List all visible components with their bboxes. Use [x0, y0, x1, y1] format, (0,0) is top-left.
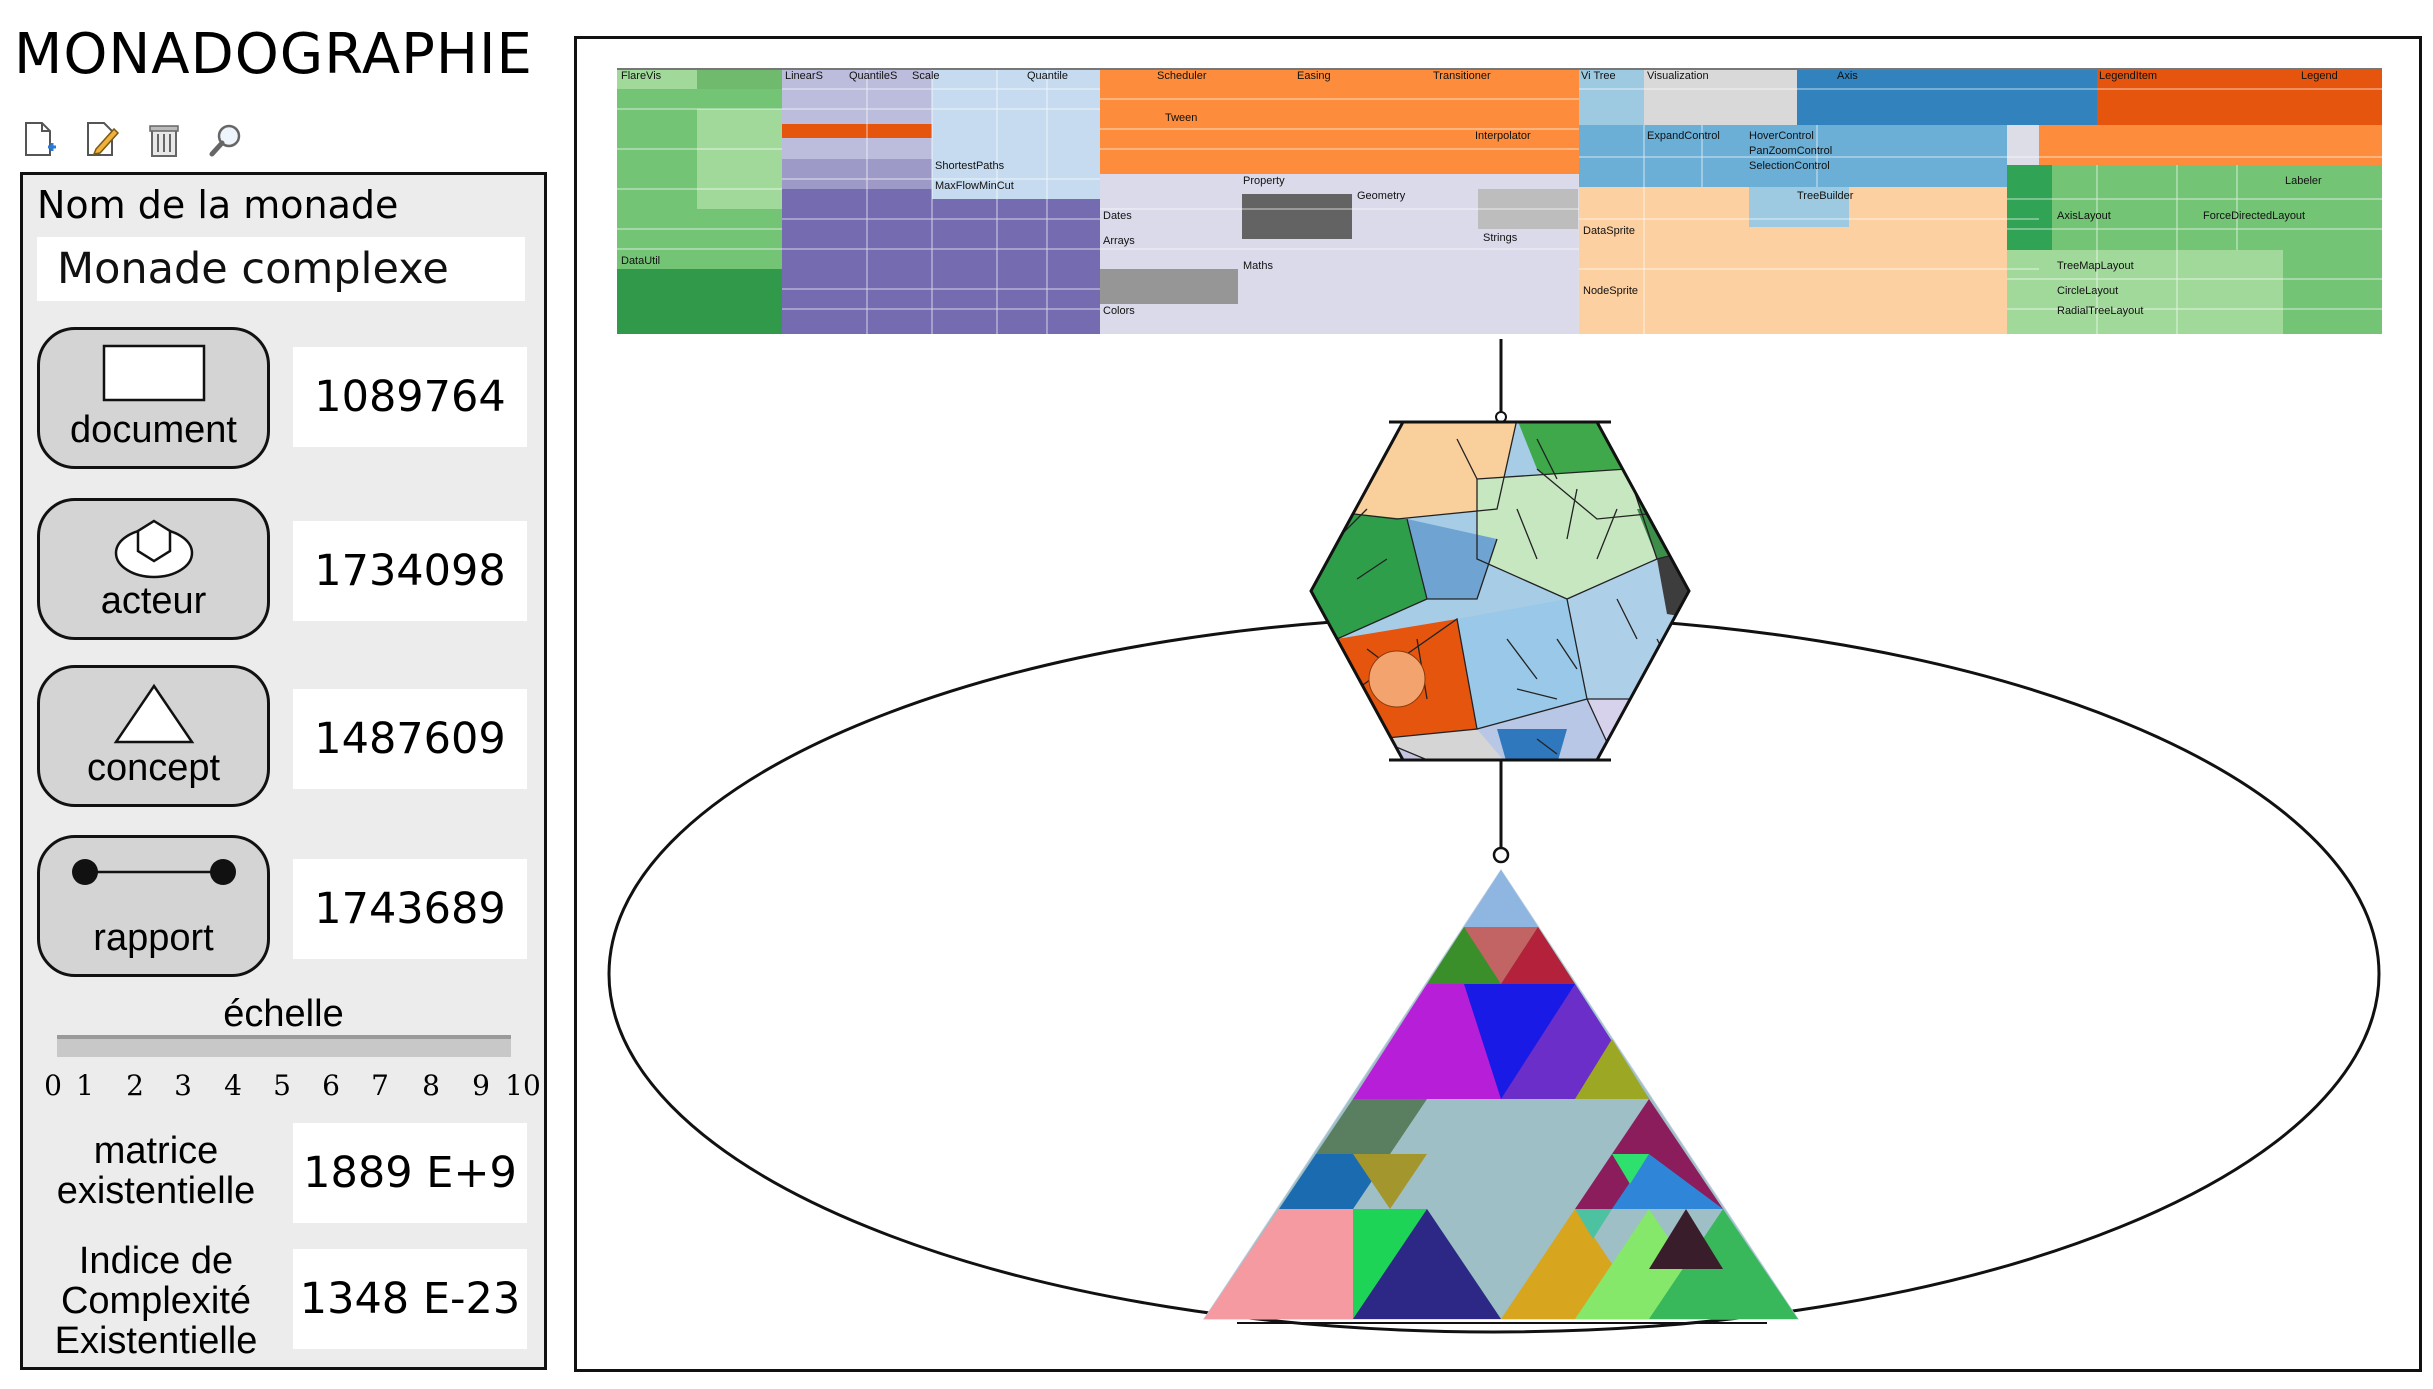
monad-visualization: FlareVis LinearS QuantileS Scale Quantil…: [607, 68, 2382, 1334]
treemap-label: Labeler: [2285, 175, 2322, 187]
scale-tick: 7: [371, 1069, 389, 1102]
scale-tick: 5: [273, 1069, 291, 1102]
scale-tick: 1: [76, 1069, 94, 1102]
complexity-label: Indice de Complexité Existentielle: [31, 1241, 281, 1361]
document-type-button[interactable]: document: [37, 327, 270, 469]
scale-tick: 3: [174, 1069, 192, 1102]
monad-canvas[interactable]: FlareVis LinearS QuantileS Scale Quantil…: [574, 36, 2422, 1372]
treemap-label: Strings: [1483, 232, 1518, 244]
treemap-label: Interpolator: [1475, 130, 1531, 142]
scale-tick: 8: [422, 1069, 440, 1102]
concept-fractal-triangle[interactable]: [1203, 869, 1799, 1320]
treemap-label: Visualization: [1647, 70, 1709, 82]
edit-icon: [87, 122, 120, 156]
treemap-label: ShortestPaths: [935, 160, 1005, 172]
treemap-label: Colors: [1103, 305, 1135, 317]
treemap-label: RadialTreeLayout: [2057, 305, 2143, 317]
complexity-label-line: Existentielle: [54, 1320, 258, 1362]
scale-tick: 6: [322, 1069, 340, 1102]
delete-button[interactable]: [144, 120, 184, 160]
treemap-label: QuantileS: [849, 70, 897, 82]
scale-tick: 10: [505, 1069, 541, 1102]
complexity-label-line: Indice de: [78, 1240, 234, 1282]
actor-value: 1734098: [293, 521, 527, 621]
app-title: MONADOGRAPHIE: [14, 22, 533, 87]
search-icon: [209, 124, 241, 157]
concept-type-button[interactable]: concept: [37, 665, 270, 807]
treemap-label: Legend: [2301, 70, 2338, 82]
concept-shape-icon: [113, 683, 194, 744]
matrix-label-line: matrice: [93, 1130, 219, 1172]
scale-tick: 2: [126, 1069, 144, 1102]
treemap-label: Geometry: [1357, 190, 1406, 202]
treemap-label: Tween: [1165, 112, 1197, 124]
new-document-button[interactable]: [20, 120, 60, 160]
treemap-label: Transitioner: [1433, 70, 1491, 82]
scale-ticks: 0 1 2 3 4 5 6 7 8 9 10: [33, 1069, 543, 1109]
scale-tick: 4: [224, 1069, 242, 1102]
matrix-label-line: existentielle: [56, 1170, 256, 1212]
treemap-label: CircleLayout: [2057, 285, 2118, 297]
new-document-icon: [25, 122, 56, 156]
document-label: document: [70, 409, 237, 451]
complexity-label-line: Complexité: [60, 1280, 252, 1322]
scale-tick: 0: [44, 1069, 62, 1102]
treemap-label: LegendItem: [2099, 70, 2157, 82]
treemap-label: LinearS: [785, 70, 823, 82]
treemap-label: Maths: [1243, 260, 1273, 272]
treemap-label: DataUtil: [621, 255, 660, 267]
treemap-label: Arrays: [1103, 235, 1135, 247]
toolbar: [20, 120, 246, 160]
monad-name-label: Nom de la monade: [37, 183, 399, 227]
treemap-label: Easing: [1297, 70, 1331, 82]
complexity-value: 1348 E-23: [293, 1249, 527, 1349]
treemap-label: AxisLayout: [2057, 210, 2111, 222]
relation-label: rapport: [93, 917, 214, 959]
actor-type-button[interactable]: acteur: [37, 498, 270, 640]
treemap-label: ForceDirectedLayout: [2203, 210, 2305, 222]
document-shape-icon: [102, 344, 205, 402]
concept-value: 1487609: [293, 689, 527, 789]
document-value: 1089764: [293, 347, 527, 447]
treemap-label: FlareVis: [621, 70, 662, 82]
trash-icon: [149, 125, 179, 157]
treemap-label: DataSprite: [1583, 225, 1635, 237]
monad-properties-panel: Nom de la monade document 1089764 acteur…: [20, 172, 547, 1370]
treemap-label: Scheduler: [1157, 70, 1207, 82]
treemap-label: PanZoomControl: [1749, 145, 1832, 157]
treemap-label: SelectionControl: [1749, 160, 1830, 172]
actor-shape-icon: [114, 519, 193, 579]
document-treemap[interactable]: FlareVis LinearS QuantileS Scale Quantil…: [617, 69, 2382, 334]
monad-name-input[interactable]: [37, 237, 525, 301]
treemap-label: Axis: [1837, 70, 1858, 82]
relation-type-button[interactable]: rapport: [37, 835, 270, 977]
actor-label: acteur: [100, 580, 207, 622]
treemap-label: ExpandControl: [1647, 130, 1720, 142]
relation-value: 1743689: [293, 859, 527, 959]
treemap-label: HoverControl: [1749, 130, 1814, 142]
search-button[interactable]: [206, 120, 246, 160]
treemap-label: MaxFlowMinCut: [935, 180, 1014, 192]
treemap-label: Property: [1243, 175, 1285, 187]
treemap-label: TreeBuilder: [1797, 190, 1854, 202]
treemap-label: Vi Tree: [1581, 70, 1616, 82]
treemap-label: NodeSprite: [1583, 285, 1638, 297]
relation-shape-icon: [71, 859, 236, 885]
concept-label: concept: [86, 747, 221, 789]
treemap-label: Dates: [1103, 210, 1132, 222]
scale-slider[interactable]: [57, 1035, 511, 1057]
treemap-label: Quantile: [1027, 70, 1068, 82]
edit-button[interactable]: [82, 120, 122, 160]
treemap-label: Scale: [912, 70, 940, 82]
treemap-label: TreeMapLayout: [2057, 260, 2134, 272]
matrix-label: matrice existentielle: [31, 1131, 281, 1211]
scale-tick: 9: [472, 1069, 490, 1102]
matrix-value: 1889 E+9: [293, 1123, 527, 1223]
scale-label: échelle: [223, 993, 344, 1035]
